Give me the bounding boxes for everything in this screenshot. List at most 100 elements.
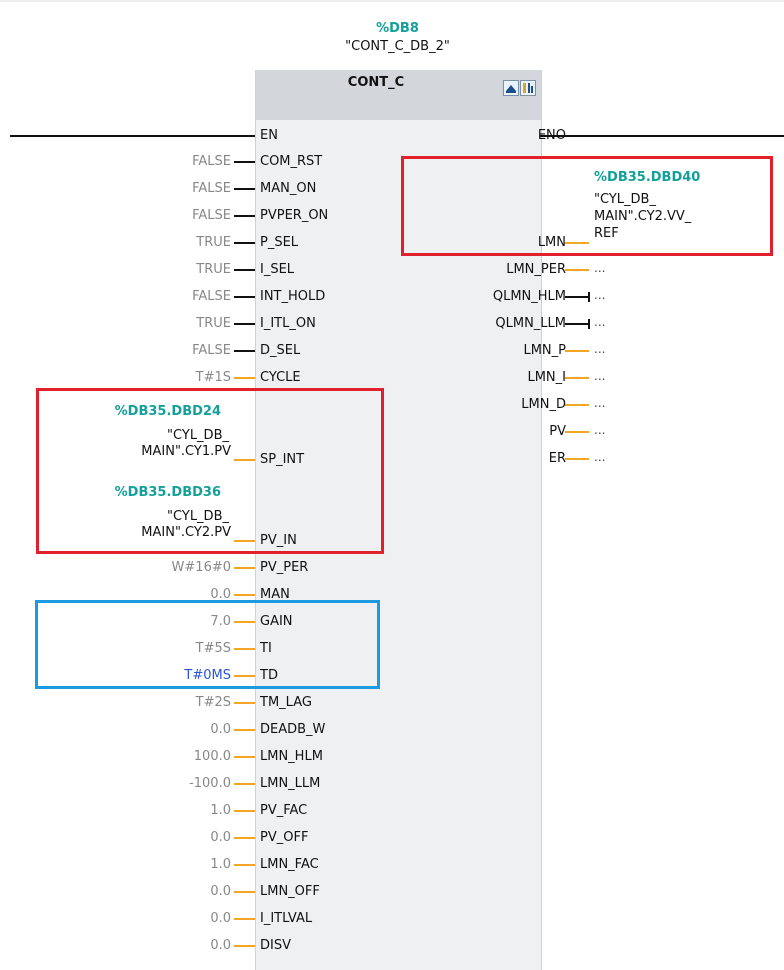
output-pin-lmn-per[interactable]: LMN_PER bbox=[506, 262, 566, 277]
operand-symbol-line-lmn[interactable]: MAIN".CY2.VV_ bbox=[594, 209, 692, 224]
output-value-qlmn-hlm[interactable]: ... bbox=[594, 288, 606, 302]
instance-db-address[interactable]: %DB8 bbox=[376, 21, 419, 36]
block-display-icon[interactable] bbox=[503, 80, 519, 96]
input-pin-com-rst[interactable]: COM_RST bbox=[260, 154, 323, 169]
operand-symbol-line-pv-in[interactable]: MAIN".CY2.PV bbox=[141, 525, 231, 540]
instance-db-name[interactable]: "CONT_C_DB_2" bbox=[345, 39, 450, 54]
block-header: CONT_C bbox=[256, 70, 541, 120]
input-value-pv-off[interactable]: 0.0 bbox=[210, 830, 231, 845]
output-wire-lmn-i bbox=[565, 377, 589, 379]
input-wire-pvper-on bbox=[234, 215, 255, 217]
input-pin-p-sel[interactable]: P_SEL bbox=[260, 235, 299, 250]
input-pin-man-on[interactable]: MAN_ON bbox=[260, 181, 317, 196]
input-wire-lmn-off bbox=[234, 891, 255, 893]
input-pin-tm-lag[interactable]: TM_LAG bbox=[260, 695, 312, 710]
output-value-lmn-i[interactable]: ... bbox=[594, 369, 606, 383]
input-pin-td[interactable]: TD bbox=[260, 668, 278, 683]
output-pin-qlmn-llm[interactable]: QLMN_LLM bbox=[495, 316, 566, 331]
input-pin-ti[interactable]: TI bbox=[260, 641, 272, 656]
input-value-cycle[interactable]: T#1S bbox=[195, 370, 231, 385]
instruction-profile-icon[interactable] bbox=[520, 80, 536, 96]
operand-symbol-line-sp-int[interactable]: MAIN".CY1.PV bbox=[141, 444, 231, 459]
input-value-lmn-off[interactable]: 0.0 bbox=[210, 884, 231, 899]
input-value-i-itl-on[interactable]: TRUE bbox=[196, 316, 231, 331]
input-wire-i-sel bbox=[234, 269, 255, 271]
input-wire-pv-fac bbox=[234, 810, 255, 812]
input-wire-i-itlval bbox=[234, 918, 255, 920]
output-value-pv[interactable]: ... bbox=[594, 423, 606, 437]
input-pin-lmn-fac[interactable]: LMN_FAC bbox=[260, 857, 319, 872]
output-pin-lmn-p[interactable]: LMN_P bbox=[523, 343, 566, 358]
input-value-i-itlval[interactable]: 0.0 bbox=[210, 911, 231, 926]
open-terminal-icon bbox=[588, 319, 590, 329]
input-pin-disv[interactable]: DISV bbox=[260, 938, 291, 953]
input-wire-lmn-hlm bbox=[234, 756, 255, 758]
operand-symbol-line-lmn[interactable]: REF bbox=[594, 226, 619, 241]
operand-symbol-line-lmn[interactable]: "CYL_DB_ bbox=[594, 192, 656, 207]
output-pin-lmn[interactable]: LMN bbox=[537, 235, 566, 250]
input-pin-deadb-w[interactable]: DEADB_W bbox=[260, 722, 326, 737]
output-value-lmn-d[interactable]: ... bbox=[594, 396, 606, 410]
operand-address-lmn[interactable]: %DB35.DBD40 bbox=[594, 170, 701, 185]
input-value-int-hold[interactable]: FALSE bbox=[192, 289, 231, 304]
input-pin-pv-off[interactable]: PV_OFF bbox=[260, 830, 309, 845]
input-value-lmn-fac[interactable]: 1.0 bbox=[210, 857, 231, 872]
eno-wire bbox=[540, 135, 784, 137]
input-wire-disv bbox=[234, 945, 255, 947]
input-value-pv-fac[interactable]: 1.0 bbox=[210, 803, 231, 818]
input-pin-i-sel[interactable]: I_SEL bbox=[260, 262, 295, 277]
input-value-pvper-on[interactable]: FALSE bbox=[192, 208, 231, 223]
input-pin-i-itlval[interactable]: I_ITLVAL bbox=[260, 911, 313, 926]
input-pin-lmn-hlm[interactable]: LMN_HLM bbox=[260, 749, 323, 764]
input-value-com-rst[interactable]: FALSE bbox=[192, 154, 231, 169]
input-pin-pv-fac[interactable]: PV_FAC bbox=[260, 803, 308, 818]
input-value-tm-lag[interactable]: T#2S bbox=[195, 695, 231, 710]
input-pin-sp-int[interactable]: SP_INT bbox=[260, 452, 305, 467]
input-pin-int-hold[interactable]: INT_HOLD bbox=[260, 289, 326, 304]
input-pin-lmn-llm[interactable]: LMN_LLM bbox=[260, 776, 321, 791]
input-value-lmn-llm[interactable]: -100.0 bbox=[189, 776, 231, 791]
output-value-lmn-p[interactable]: ... bbox=[594, 342, 606, 356]
input-value-man-on[interactable]: FALSE bbox=[192, 181, 231, 196]
input-value-man[interactable]: 0.0 bbox=[210, 587, 231, 602]
input-value-ti[interactable]: T#5S bbox=[195, 641, 231, 656]
output-pin-pv[interactable]: PV bbox=[549, 424, 566, 439]
function-block-cont-c[interactable]: CONT_C bbox=[255, 70, 542, 970]
input-pin-i-itl-on[interactable]: I_ITL_ON bbox=[260, 316, 316, 331]
input-value-gain[interactable]: 7.0 bbox=[210, 614, 231, 629]
input-wire-pv-off bbox=[234, 837, 255, 839]
output-pin-er[interactable]: ER bbox=[548, 451, 566, 466]
input-wire-cycle bbox=[234, 377, 255, 379]
open-terminal-icon bbox=[588, 292, 590, 302]
input-value-d-sel[interactable]: FALSE bbox=[192, 343, 231, 358]
input-value-pv-per[interactable]: W#16#0 bbox=[171, 560, 231, 575]
input-pin-pv-in[interactable]: PV_IN bbox=[260, 533, 297, 548]
input-pin-pv-per[interactable]: PV_PER bbox=[260, 560, 309, 575]
input-value-td[interactable]: T#0MS bbox=[184, 668, 231, 683]
input-value-lmn-hlm[interactable]: 100.0 bbox=[193, 749, 231, 764]
output-pin-qlmn-hlm[interactable]: QLMN_HLM bbox=[492, 289, 566, 304]
input-wire-lmn-llm bbox=[234, 783, 255, 785]
output-pin-lmn-d[interactable]: LMN_D bbox=[521, 397, 566, 412]
operand-symbol-line-pv-in[interactable]: "CYL_DB_ bbox=[167, 509, 229, 524]
input-pin-pvper-on[interactable]: PVPER_ON bbox=[260, 208, 329, 223]
input-pin-cycle[interactable]: CYCLE bbox=[260, 370, 301, 385]
output-value-er[interactable]: ... bbox=[594, 450, 606, 464]
input-value-i-sel[interactable]: TRUE bbox=[196, 262, 231, 277]
input-value-deadb-w[interactable]: 0.0 bbox=[210, 722, 231, 737]
input-pin-d-sel[interactable]: D_SEL bbox=[260, 343, 301, 358]
input-value-p-sel[interactable]: TRUE bbox=[196, 235, 231, 250]
input-pin-en[interactable]: EN bbox=[260, 128, 278, 143]
output-value-qlmn-llm[interactable]: ... bbox=[594, 315, 606, 329]
output-pin-lmn-i[interactable]: LMN_I bbox=[527, 370, 566, 385]
input-pin-man[interactable]: MAN bbox=[260, 587, 290, 602]
input-value-disv[interactable]: 0.0 bbox=[210, 938, 231, 953]
highlight-frame-inputs bbox=[36, 388, 384, 554]
operand-address-sp-int[interactable]: %DB35.DBD24 bbox=[114, 404, 221, 419]
block-type-label: CONT_C bbox=[347, 75, 405, 90]
input-pin-lmn-off[interactable]: LMN_OFF bbox=[260, 884, 320, 899]
output-value-lmn-per[interactable]: ... bbox=[594, 261, 606, 275]
input-pin-gain[interactable]: GAIN bbox=[260, 614, 293, 629]
operand-symbol-line-sp-int[interactable]: "CYL_DB_ bbox=[167, 428, 229, 443]
operand-address-pv-in[interactable]: %DB35.DBD36 bbox=[114, 485, 221, 500]
